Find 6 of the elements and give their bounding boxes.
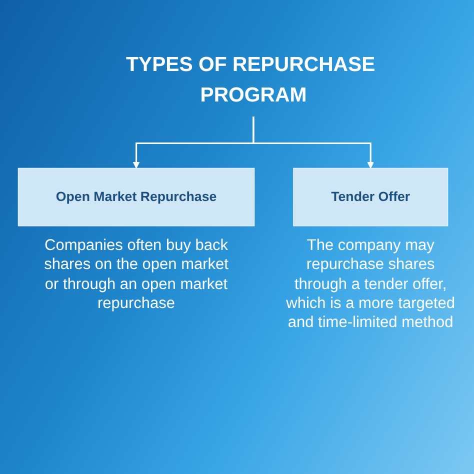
heading-text: TYPES OF REPURCHASE PROGRAM: [126, 52, 376, 106]
arrow: [252, 116, 374, 169]
description-text: The company may repurchase shares through a tender offer, which is a more targeted and time-limited method: [286, 236, 456, 333]
category-box: Open Market Repurchase: [18, 168, 255, 226]
category-box: Tender Offer: [293, 168, 448, 226]
description-text: Companies often buy back shares on the open market or through an open market repurchase: [43, 236, 230, 314]
